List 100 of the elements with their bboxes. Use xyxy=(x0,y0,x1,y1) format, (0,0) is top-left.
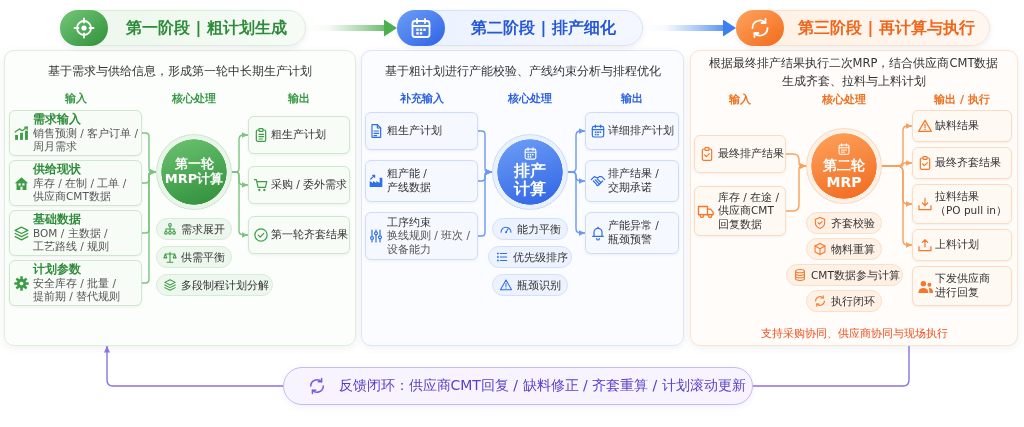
input-label: 粗产能 / 产线数据 xyxy=(387,167,432,195)
step-label: 多段制程计划分解 xyxy=(181,278,269,293)
footer-note: 支持采购协同、供应商协同与现场执行 xyxy=(759,326,949,340)
process-step xyxy=(156,246,232,268)
process-step xyxy=(156,218,232,240)
output-card xyxy=(248,116,350,154)
step-label: 瓶颈识别 xyxy=(517,278,561,293)
panel-description: 根据最终排产结果执行二次MRP，结合供应商CMT数据生成齐套、拉料与上料计划 xyxy=(707,55,1000,90)
panel-description: 基于需求与供给信息，形成第一轮中长期生产计划 xyxy=(47,63,313,80)
output-label: 采购 / 委外需求 xyxy=(271,178,348,192)
arrow xyxy=(567,171,586,236)
input-detail: 安全库存 / 批量 / 提前期 / 替代规则 xyxy=(33,276,121,305)
step-label: 供需平衡 xyxy=(181,250,225,265)
step-label: 能力平衡 xyxy=(517,222,561,237)
input-title: 计划参数 xyxy=(33,261,81,277)
column-heading: 输出 xyxy=(287,92,311,106)
column-heading: 核心处理 xyxy=(821,93,867,107)
arrow xyxy=(477,169,493,237)
input-card xyxy=(365,112,478,150)
output-label: 粗生产计划 xyxy=(271,128,326,142)
output-card xyxy=(248,166,350,204)
input-label: 粗生产计划 xyxy=(387,124,442,138)
output-label: 详细排产计划 xyxy=(608,124,674,138)
step-label: 需求展开 xyxy=(181,222,225,237)
output-card xyxy=(912,266,1012,306)
input-detail: 库存 / 在制 / 工单 / 供应商CMT数据 xyxy=(33,176,128,205)
step-label: 优先级排序 xyxy=(513,250,568,265)
input-detail: 换线规则 / 班次 / 设备能力 xyxy=(387,229,472,257)
process-step xyxy=(492,274,568,296)
input-title: 工序约束 xyxy=(387,215,431,230)
input-card xyxy=(9,160,142,206)
output-card xyxy=(585,160,679,202)
input-detail: BOM / 主数据 / 工艺路线 / 规则 xyxy=(33,226,111,255)
stage-header xyxy=(736,10,990,46)
input-title: 需求输入 xyxy=(33,111,81,127)
column-heading: 输入 xyxy=(728,93,752,107)
arrow xyxy=(104,345,284,387)
output-card xyxy=(912,184,1012,224)
output-card xyxy=(248,216,350,254)
feedback-bar xyxy=(283,367,753,405)
arrow xyxy=(141,169,157,284)
input-label: 最终排产结果 xyxy=(718,147,784,161)
feedback-text: 反馈闭环：供应商CMT回复 / 缺料修正 / 齐套重算 / 计划滚动更新 xyxy=(338,376,746,395)
arrow xyxy=(231,171,249,238)
circle-label: 第二轮MRP xyxy=(822,157,866,190)
connector-line xyxy=(752,345,910,387)
step-label: CMT数据参与计算 xyxy=(811,268,900,283)
output-card xyxy=(912,147,1012,179)
process-step xyxy=(806,212,882,234)
column-heading: 输出 / 执行 xyxy=(933,93,991,107)
arrow xyxy=(881,165,913,248)
output-label: 最终齐套结果 xyxy=(935,156,1001,170)
output-label: 第一轮齐套结果 xyxy=(271,228,348,242)
output-label: 拉料结果 xyxy=(935,190,979,204)
step-label: 执行闭环 xyxy=(831,294,875,309)
input-label: 库存 / 在途 / 供应商CMT回复数据 xyxy=(718,190,780,232)
output-card xyxy=(912,110,1012,142)
stage-panel xyxy=(4,50,356,346)
stage-header xyxy=(397,10,643,46)
process-step xyxy=(488,246,572,268)
output-card xyxy=(585,212,679,254)
input-card xyxy=(694,186,786,236)
output-card xyxy=(585,112,679,150)
circle-label: 排产计算 xyxy=(513,161,547,199)
output-label: 上料计划 xyxy=(935,238,979,252)
input-card xyxy=(365,212,478,260)
column-heading: 输入 xyxy=(64,92,88,106)
stage-title: 第一阶段 | 粗计划生成 xyxy=(125,17,288,39)
stage-title: 第三阶段 | 再计算与执行 xyxy=(797,17,976,39)
input-title: 供给现状 xyxy=(33,161,81,177)
column-heading: 输出 xyxy=(620,92,644,106)
step-label: 物料重算 xyxy=(831,242,875,257)
input-card xyxy=(9,260,142,306)
output-label: 缺料结果 xyxy=(935,119,979,133)
output-label: 排产结果 / 交期承诺 xyxy=(608,167,660,195)
stage-panel xyxy=(361,50,684,346)
stage-title: 第二阶段 | 排产细化 xyxy=(470,17,617,39)
process-step xyxy=(806,238,882,260)
process-step xyxy=(492,218,568,240)
input-title: 基础数据 xyxy=(33,211,81,227)
process-step xyxy=(156,274,273,296)
output-label: 下发供应商进行回复 xyxy=(935,272,991,300)
input-card xyxy=(9,210,142,256)
column-heading: 核心处理 xyxy=(507,92,553,106)
column-heading: 补充输入 xyxy=(398,92,445,106)
process-step xyxy=(806,290,882,312)
input-card xyxy=(9,110,142,156)
output-card xyxy=(912,229,1012,261)
stage-header xyxy=(60,10,306,46)
stage-panel xyxy=(690,50,1018,346)
output-label: （PO pull in） xyxy=(935,204,1007,218)
circle-label: 第一轮MRP计算 xyxy=(163,157,225,187)
output-label: 产能异常 / 瓶颈预警 xyxy=(608,219,660,247)
process-step xyxy=(786,264,903,286)
panel-description: 基于粗计划进行产能校验、产线约束分析与排程优化 xyxy=(383,63,662,80)
input-detail: 销售预测 / 客户订单 / 周月需求 xyxy=(33,126,139,155)
column-heading: 核心处理 xyxy=(171,92,217,106)
input-card xyxy=(694,135,786,173)
step-label: 齐套校验 xyxy=(831,216,875,231)
input-card xyxy=(365,160,478,202)
